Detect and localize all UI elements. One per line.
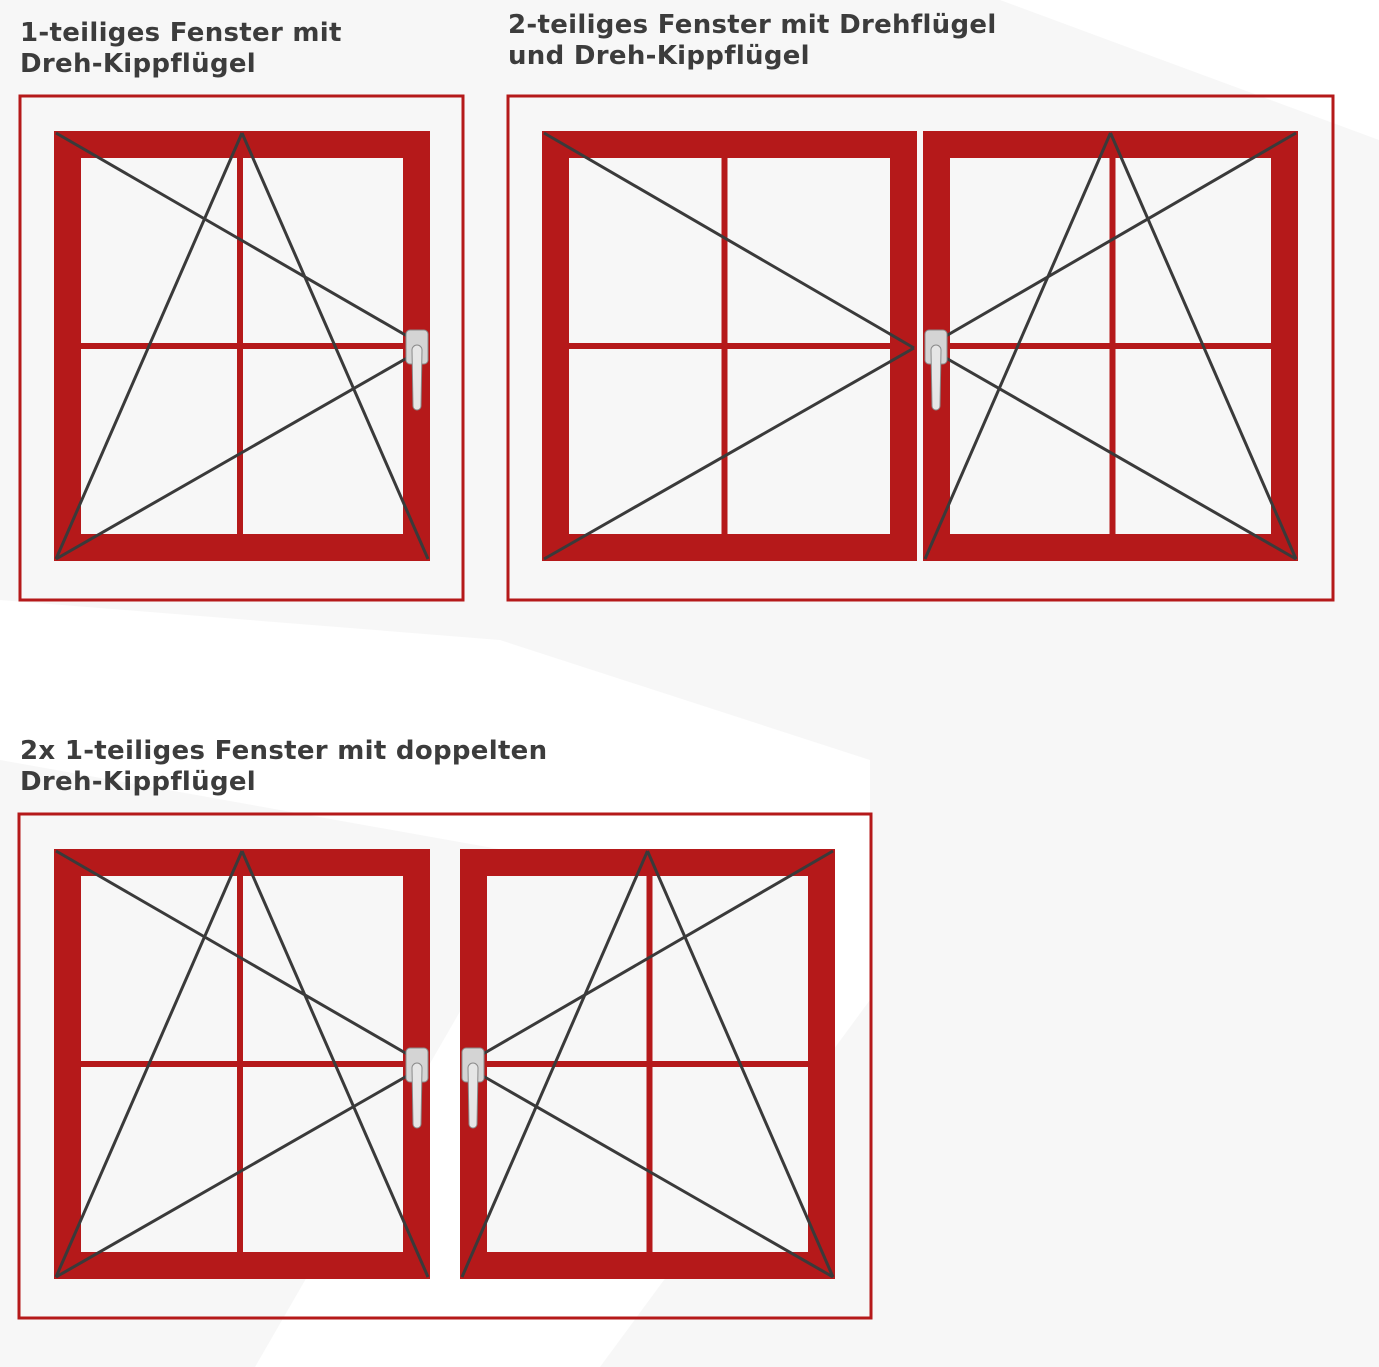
title-line: 2x 1-teiliges Fenster mit doppelten [20, 736, 548, 766]
horizontal-muntin [81, 1061, 403, 1067]
tilt-line [54, 132, 244, 560]
handle-lever [467, 1062, 479, 1129]
title-line: 1-teiliges Fenster mit [20, 18, 342, 48]
outer-frame [18, 94, 465, 602]
opening-line [543, 346, 915, 561]
window-sash [54, 849, 430, 1279]
tilt-line [1109, 132, 1298, 560]
opening-line [938, 131, 1297, 342]
window-sash [923, 131, 1298, 561]
title-line: Dreh-Kippflügel [20, 767, 257, 797]
outer-frame [506, 94, 1335, 602]
horizontal-muntin [950, 343, 1271, 349]
panel-1-title: 1-teiliges Fenster mit Dreh-Kippflügel [20, 18, 342, 80]
panel-3-title: 2x 1-teiliges Fenster mit doppelten Dreh… [20, 736, 547, 798]
opening-line [543, 131, 915, 350]
horizontal-muntin [81, 343, 403, 349]
tilt-line [240, 132, 430, 560]
horizontal-muntin [487, 1061, 808, 1067]
horizontal-muntin [569, 343, 890, 349]
tilt-line [923, 132, 1112, 560]
panel-2-title: 2-teiliges Fenster mit Drehflügel und Dr… [508, 10, 997, 72]
title-line: 2-teiliges Fenster mit Drehflügel [508, 10, 997, 40]
handle-lever [930, 344, 942, 411]
window-sash [542, 131, 917, 561]
window-sash [460, 849, 835, 1279]
title-line: und Dreh-Kippflügel [508, 41, 810, 71]
opening-line [55, 131, 415, 342]
title-line: Dreh-Kippflügel [20, 49, 257, 79]
outer-frame [17, 812, 873, 1320]
opening-line [475, 849, 834, 1060]
tilt-line [240, 850, 430, 1278]
background-shape [1000, 0, 1379, 140]
window-sash [54, 131, 430, 561]
tilt-line [460, 850, 649, 1278]
tilt-line [646, 850, 835, 1278]
opening-line [55, 849, 415, 1060]
tilt-line [54, 850, 244, 1278]
handle-lever [411, 344, 423, 411]
handle-lever [411, 1062, 423, 1129]
